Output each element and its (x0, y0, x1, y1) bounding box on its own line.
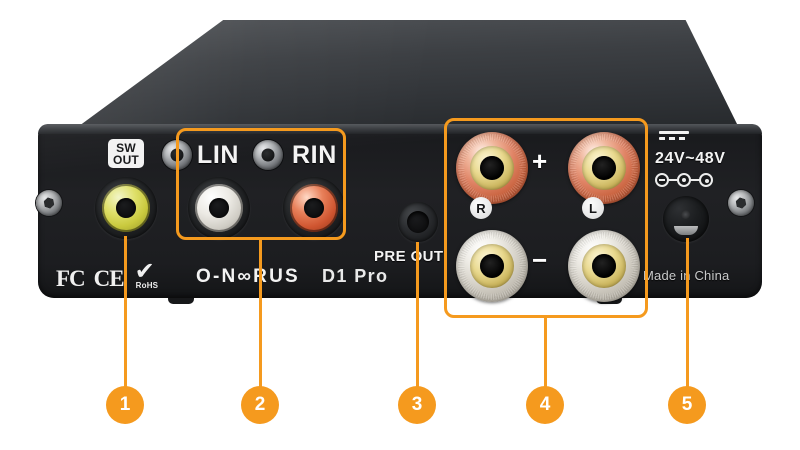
dc-jack-shroud (674, 226, 698, 235)
callout-badge-5[interactable]: 5 (668, 386, 706, 424)
callout-badge-3-number: 3 (411, 394, 423, 415)
brand-logo: O-N∞RUS (196, 266, 300, 287)
rohs-label: RoHS (135, 281, 159, 290)
callout-badge-2-number: 2 (254, 394, 266, 415)
polarity-outer-negative (655, 173, 669, 187)
callout-box-speaker-posts (444, 118, 648, 318)
callout-badge-4-number: 4 (539, 394, 551, 415)
line-in-right-jack-hole (304, 198, 324, 218)
post-bore (480, 156, 504, 180)
sw-out-label-line1: SW (116, 140, 136, 155)
callout-badge-1[interactable]: 1 (106, 386, 144, 424)
trim-pot-right[interactable] (253, 140, 283, 170)
chassis-top-highlight (73, 20, 740, 130)
speaker-positive-label: + (532, 146, 548, 176)
channel-left-label: L (589, 200, 597, 216)
callout-leader-1 (124, 236, 127, 388)
chassis-top-lip (38, 124, 762, 134)
line-in-right-label: RIN (292, 141, 337, 169)
polarity-outer-positive (699, 173, 713, 187)
channel-right-label: R (476, 200, 486, 216)
rohs-icon: ✔ RoHS (133, 258, 167, 291)
callout-badge-5-number: 5 (681, 394, 693, 415)
panel-screw-right (728, 190, 754, 216)
voltage-label: 24V~48V (655, 150, 726, 167)
sw-out-jack-hole (116, 198, 136, 218)
callout-leader-4 (544, 318, 547, 388)
line-in-right-rca-jack[interactable] (283, 177, 345, 239)
polarity-center-pin (677, 173, 691, 187)
callout-box-line-inputs (176, 128, 346, 240)
chassis-foot-left (168, 296, 194, 304)
sw-out-label-line2: OUT (113, 152, 139, 167)
ce-icon: CE (93, 266, 125, 291)
line-in-left-jack-hole (209, 198, 229, 218)
sw-out-label: SW OUT (108, 139, 144, 168)
line-in-left-label: LIN (197, 141, 240, 169)
sw-out-rca-jack[interactable] (95, 177, 157, 239)
fcc-icon: FC (56, 266, 86, 291)
dc-power-input-jack[interactable] (663, 196, 709, 242)
callout-leader-2 (259, 240, 262, 388)
callout-badge-2[interactable]: 2 (241, 386, 279, 424)
channel-right-badge: R (470, 197, 492, 219)
pre-out-label: PRE OUT (374, 248, 444, 265)
post-bore (480, 254, 504, 278)
dc-jack-center-pin (681, 210, 690, 219)
dc-current-icon (659, 131, 689, 146)
post-bore (592, 156, 616, 180)
callout-badge-3[interactable]: 3 (398, 386, 436, 424)
callout-leader-5 (686, 238, 689, 388)
pre-out-jack[interactable] (398, 202, 438, 242)
post-bore (592, 254, 616, 278)
channel-left-badge: L (582, 197, 604, 219)
rohs-check-icon: ✔ (134, 258, 155, 285)
panel-screw-left (36, 190, 62, 216)
callout-badge-4[interactable]: 4 (526, 386, 564, 424)
model-name: D1 Pro (322, 266, 389, 286)
line-in-left-rca-jack[interactable] (188, 177, 250, 239)
callout-badge-1-number: 1 (119, 394, 131, 415)
certification-marks: FC CE ✔ RoHS (56, 258, 167, 291)
dc-polarity-icon (655, 172, 713, 188)
speaker-negative-label: − (532, 245, 548, 275)
pre-out-jack-hole (407, 211, 429, 233)
callout-leader-3 (416, 242, 419, 388)
